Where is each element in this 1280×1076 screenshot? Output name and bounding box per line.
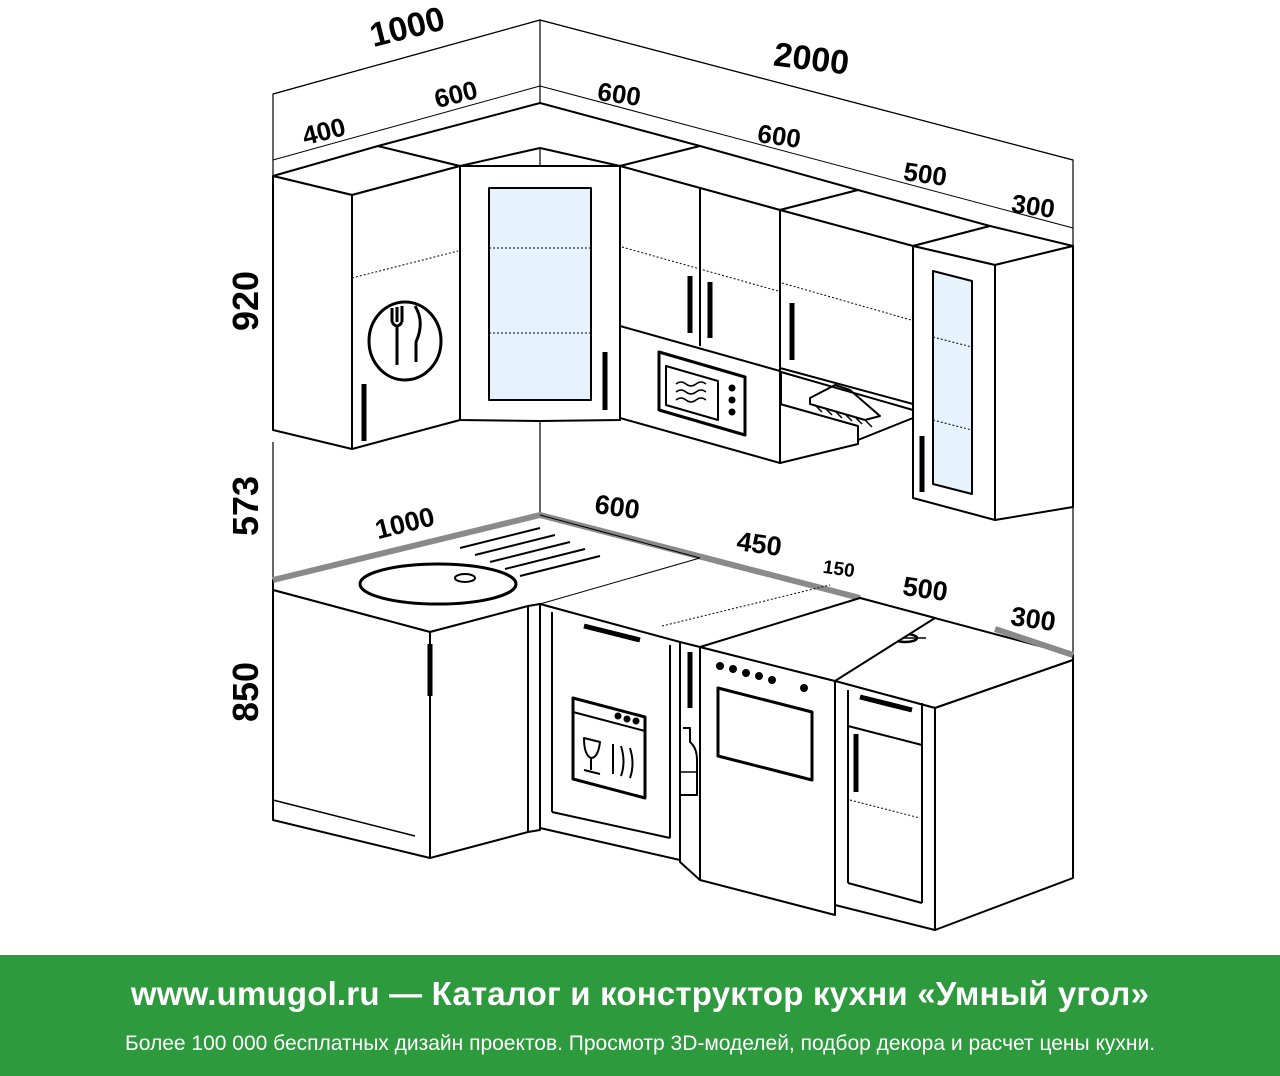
dim-upper-300: 300 — [1010, 188, 1057, 224]
dim-upper-500: 500 — [902, 156, 949, 192]
upper-glass-cabinet-300 — [912, 225, 1074, 521]
headline-dash: — — [379, 975, 432, 1012]
dim-upper-400: 400 — [299, 111, 348, 151]
site-link[interactable]: www.umugol.ru — [130, 975, 380, 1012]
upper-glass-cabinet-corner — [377, 102, 701, 422]
dimension-lines — [272, 19, 1074, 229]
upper-cabinet-hood — [779, 189, 991, 464]
dim-upper-600-mid: 600 — [596, 76, 643, 112]
dim-upper-600-right: 600 — [756, 118, 803, 154]
dim-counter-450: 450 — [735, 526, 784, 562]
dim-counter-500: 500 — [901, 571, 950, 607]
dim-height-573: 573 — [225, 476, 266, 536]
footer-headline: www.umugol.ru — Каталог и конструктор ку… — [0, 975, 1280, 1013]
lower-cabinet-300 — [834, 659, 1074, 931]
microwave-icon — [657, 350, 747, 437]
upper-cabinet-400 — [272, 145, 461, 450]
dishwasher — [539, 603, 681, 861]
catalog-title: Каталог и конструктор кухни «Умный угол» — [431, 975, 1150, 1012]
kitchen-drawing: 1000 2000 400 600 600 600 500 300 920 57… — [225, 0, 1074, 931]
footer-description: Более 100 000 бесплатных дизайн проектов… — [124, 1032, 1156, 1055]
footer-banner: www.umugol.ru — Каталог и конструктор ку… — [0, 955, 1280, 1076]
stove — [699, 597, 936, 916]
dim-top-1000: 1000 — [366, 0, 449, 55]
dim-height-920: 920 — [225, 271, 266, 331]
dim-upper-600-left: 600 — [431, 74, 480, 114]
dim-height-850: 850 — [225, 662, 266, 722]
dim-counter-600: 600 — [593, 489, 642, 525]
dim-counter-1000: 1000 — [372, 501, 438, 545]
sink-icon — [358, 527, 601, 606]
dim-counter-300: 300 — [1009, 601, 1058, 637]
plate-fork-knife-icon — [367, 300, 443, 382]
dishwasher-icon — [571, 696, 647, 800]
lower-cabinet-sink — [272, 589, 541, 859]
dim-counter-150: 150 — [822, 557, 856, 582]
bottle-cabinet-150 — [679, 641, 701, 881]
dim-top-2000: 2000 — [771, 36, 851, 83]
